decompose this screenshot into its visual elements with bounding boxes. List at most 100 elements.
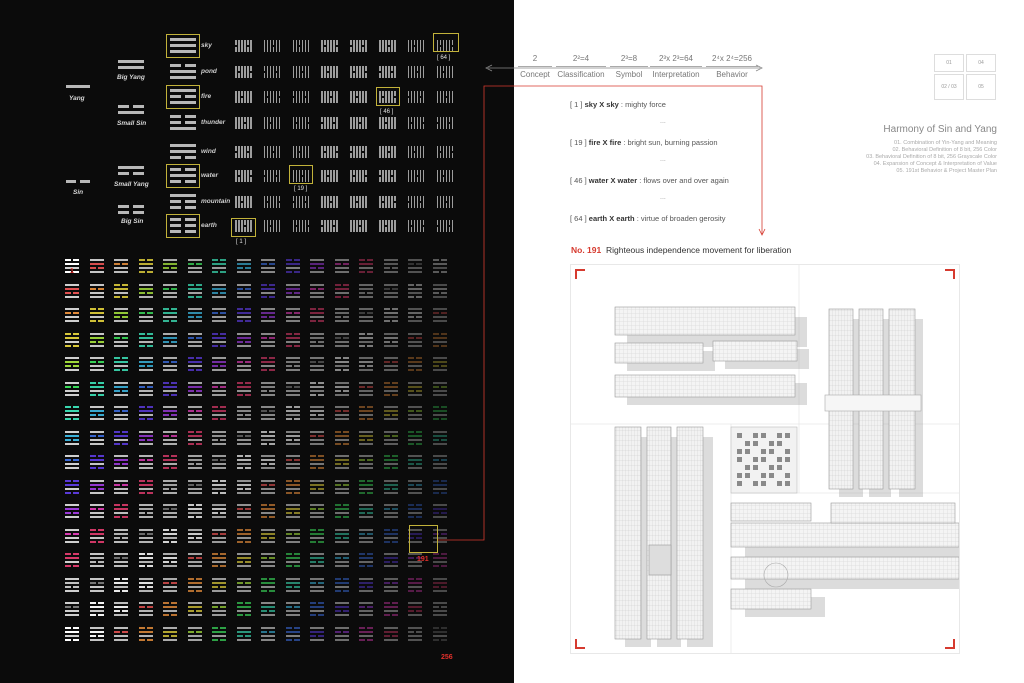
grid-hexagram-line — [187, 463, 194, 465]
hexagram-line — [445, 196, 448, 201]
trigram-line-broken — [185, 156, 196, 159]
grid-hexagram-line — [293, 291, 300, 294]
hexagram-line — [298, 170, 301, 182]
grid-hexagram-line — [244, 508, 251, 510]
hexagram-line — [451, 153, 454, 158]
grid-hexagram-line — [220, 418, 226, 420]
grid-hexagram-line — [244, 561, 251, 563]
hexagram-line — [439, 66, 442, 78]
grid-hexagram-line — [440, 565, 447, 567]
grid-hexagram-line — [261, 557, 267, 559]
grid-hexagram-line — [310, 455, 316, 457]
grid-hexagram-line — [212, 630, 226, 633]
hexagram-line — [422, 170, 425, 182]
grid-hexagram-line — [163, 577, 177, 580]
big-sin-bottom-l — [118, 211, 129, 214]
grid-hexagram-line — [334, 540, 349, 543]
hexagram-line — [419, 117, 422, 129]
grid-selected-label: 191 — [417, 556, 429, 563]
hexagram-line — [385, 66, 387, 78]
hexagram-line — [422, 40, 425, 52]
grid-hexagram-line — [244, 287, 251, 290]
grid-hexagram-line — [114, 606, 128, 608]
hexagram-line — [263, 40, 266, 52]
hexagram-line — [410, 117, 413, 122]
grid-hexagram-line — [408, 312, 422, 314]
grid-hexagram-line — [212, 414, 226, 416]
grid-hexagram-line — [408, 585, 422, 588]
grid-hexagram-line — [114, 389, 120, 392]
courtyard-pavilion — [753, 457, 758, 462]
grid-hexagram-line — [261, 602, 275, 604]
grid-hexagram-line — [310, 414, 316, 416]
grid-hexagram-line — [138, 385, 145, 388]
hexagram-line — [359, 91, 361, 103]
grid-hexagram-line — [391, 434, 398, 437]
trigram-line — [170, 101, 196, 104]
grid-hexagram-line — [171, 361, 177, 363]
hexagram-line — [407, 196, 410, 201]
hexagram-line — [451, 66, 454, 78]
hexagram-line — [298, 66, 301, 78]
grid-hexagram-line — [65, 577, 79, 580]
grid-hexagram-line — [383, 487, 390, 490]
grid-hexagram-line — [261, 491, 275, 494]
grid-hexagram-line — [383, 406, 398, 408]
grid-hexagram-line — [342, 610, 349, 612]
grid-hexagram-line — [261, 589, 267, 592]
highlight-hexagram-64[interactable] — [433, 33, 459, 52]
grid-hexagram-line — [383, 393, 390, 396]
trigram-highlight — [166, 164, 200, 188]
grid-hexagram-line — [236, 467, 243, 469]
grid-hexagram-line — [334, 340, 349, 343]
grid-hexagram-line — [416, 430, 422, 433]
grid-hexagram-line — [318, 361, 324, 363]
hexagram-line — [269, 91, 272, 103]
grid-hexagram-line — [318, 561, 324, 563]
grid-hexagram-line — [244, 467, 251, 469]
grid-hexagram-line — [261, 479, 275, 482]
trigram-line-broken — [185, 224, 196, 227]
grid-hexagram-line — [334, 516, 341, 518]
grid-hexagram-line — [416, 283, 422, 286]
grid-hexagram-line — [114, 430, 120, 433]
grid-hexagram-line — [220, 638, 226, 641]
grid-hexagram-line — [416, 536, 422, 539]
grid-hexagram-line — [187, 438, 202, 441]
hexagram-line — [436, 146, 439, 158]
grid-hexagram-line — [432, 287, 447, 290]
grid-hexagram-line — [89, 393, 96, 396]
grid-hexagram-line — [187, 430, 194, 433]
trigram-label-water: water — [201, 172, 218, 179]
grid-hexagram-line — [236, 638, 251, 641]
hexagram-line — [448, 220, 451, 225]
grid-hexagram-line — [408, 357, 414, 359]
grid-hexagram-line — [146, 406, 153, 408]
grid-hexagram-line — [416, 463, 422, 465]
highlight-hexagram-1[interactable] — [231, 218, 256, 237]
grid-hexagram-line — [220, 312, 226, 314]
grid-hexagram-line — [138, 602, 153, 604]
hexagram-line — [436, 220, 439, 225]
grid-hexagram-line — [391, 508, 398, 510]
grid-hexagram-line — [138, 585, 145, 588]
grid-hexagram-line — [408, 634, 422, 637]
highlight-hexagram-19[interactable] — [289, 165, 313, 184]
grid-hexagram-line — [310, 332, 324, 335]
hexagram-line — [330, 66, 332, 78]
step-name: Behavior — [706, 66, 758, 79]
grid-hexagram-line — [367, 532, 373, 535]
selected-cell-191[interactable] — [409, 525, 438, 553]
grid-hexagram-line — [146, 585, 153, 588]
grid-hexagram-line — [440, 418, 447, 420]
highlight-hexagram-46[interactable] — [376, 87, 400, 106]
grid-hexagram-line — [310, 287, 316, 290]
grid-hexagram-line — [212, 536, 226, 539]
hexagram-line — [266, 98, 269, 103]
grid-hexagram-line — [187, 295, 194, 298]
meaning-1: [ 1 ] sky X sky : mighty force — [570, 100, 666, 109]
grid-hexagram-line — [163, 557, 177, 559]
hexagram-line — [391, 117, 393, 129]
hexagram-line — [241, 170, 243, 182]
grid-hexagram-line — [171, 414, 177, 416]
